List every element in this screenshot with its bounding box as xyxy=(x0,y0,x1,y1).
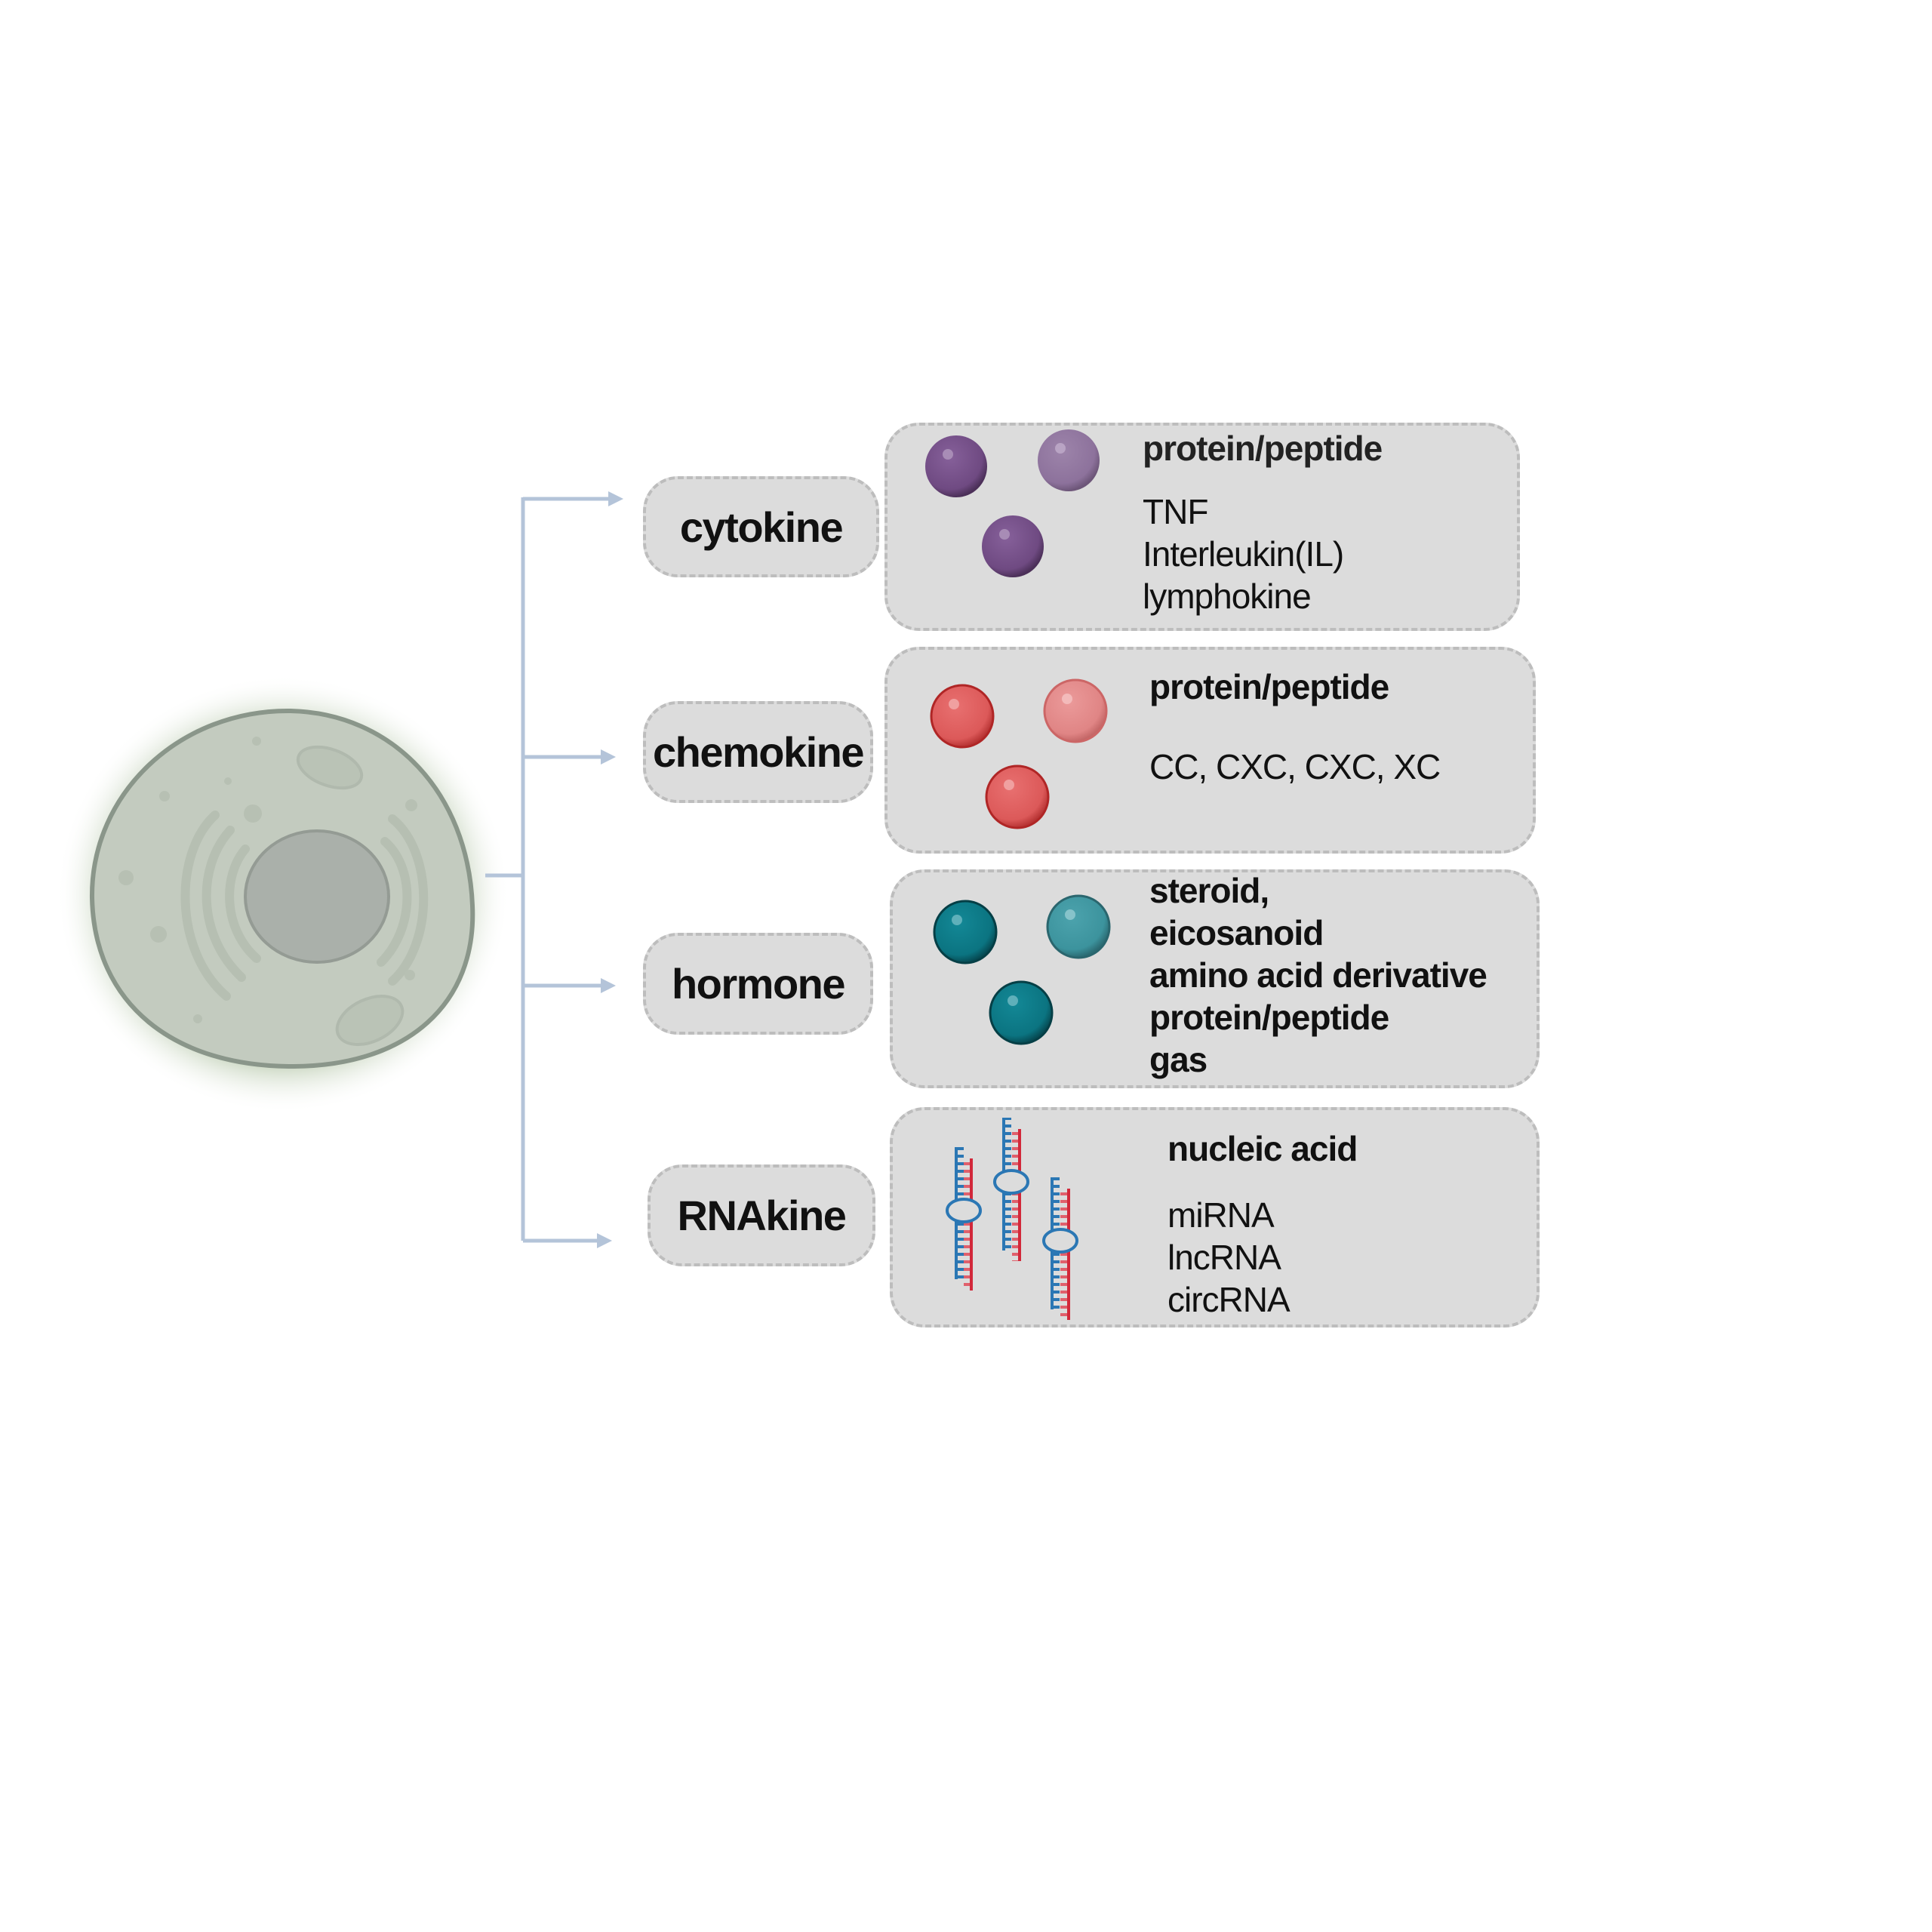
category-pill-chemokine: chemokine xyxy=(643,701,873,803)
chemokine-molecules-icon xyxy=(930,678,1108,829)
arrow-icon xyxy=(601,749,616,764)
endoplasmic-reticulum-icon xyxy=(180,811,429,1001)
hormone-item: steroid, xyxy=(1149,871,1269,910)
category-label: chemokine xyxy=(652,728,865,776)
hormone-molecules-icon xyxy=(933,894,1111,1045)
arrowheads xyxy=(597,491,623,1248)
category-label: RNAkine xyxy=(677,1192,847,1239)
mitochondrion-icon xyxy=(335,995,405,1046)
nucleus xyxy=(244,829,390,964)
hormone-description: steroid, eicosanoid amino acid derivativ… xyxy=(1149,869,1487,1081)
category-pill-cytokine: cytokine xyxy=(643,476,879,577)
category-pill-rnakine: RNAkine xyxy=(648,1164,875,1266)
detail-box-hormone xyxy=(890,869,1540,1088)
chemokine-description: protein/peptide CC, CXC, CXC, XC xyxy=(1149,666,1441,788)
cell-illustration xyxy=(57,675,509,1113)
hormone-item: protein/peptide xyxy=(1149,998,1389,1037)
cytokine-description: protein/peptide TNF Interleukin(IL) lymp… xyxy=(1143,427,1383,617)
rnakine-heading: nucleic acid xyxy=(1168,1129,1358,1168)
rnakine-item: lncRNA xyxy=(1168,1238,1281,1277)
rnakine-item: circRNA xyxy=(1168,1280,1291,1319)
cytokine-item: TNF xyxy=(1143,492,1208,531)
arrow-icon xyxy=(601,978,616,993)
vesicles xyxy=(118,737,417,1023)
arrow-icon xyxy=(608,491,623,506)
hormone-item: amino acid derivative xyxy=(1149,955,1487,995)
connector-lines xyxy=(485,497,611,1243)
chemokine-heading: protein/peptide xyxy=(1149,667,1389,706)
cytokine-molecules-icon xyxy=(925,429,1100,577)
rnakine-description: nucleic acid miRNA lncRNA circRNA xyxy=(1168,1128,1358,1321)
category-label: cytokine xyxy=(679,503,844,551)
detail-box-chemokine xyxy=(884,647,1536,854)
detail-box-rnakine xyxy=(890,1107,1540,1327)
hormone-item: gas xyxy=(1149,1040,1208,1079)
cytokine-heading: protein/peptide xyxy=(1143,429,1383,468)
hormone-item: eicosanoid xyxy=(1149,913,1324,952)
category-label: hormone xyxy=(671,960,846,1008)
cytokine-item: Interleukin(IL) xyxy=(1143,534,1344,574)
rna-hairpin-icon xyxy=(946,1118,1078,1320)
arrow-icon xyxy=(597,1233,612,1248)
chemokine-item: CC, CXC, CXC, XC xyxy=(1149,747,1441,786)
cytokine-item: lymphokine xyxy=(1143,577,1312,616)
category-pill-hormone: hormone xyxy=(643,933,873,1035)
mitochondrion-icon xyxy=(296,745,364,790)
rnakine-item: miRNA xyxy=(1168,1195,1275,1235)
